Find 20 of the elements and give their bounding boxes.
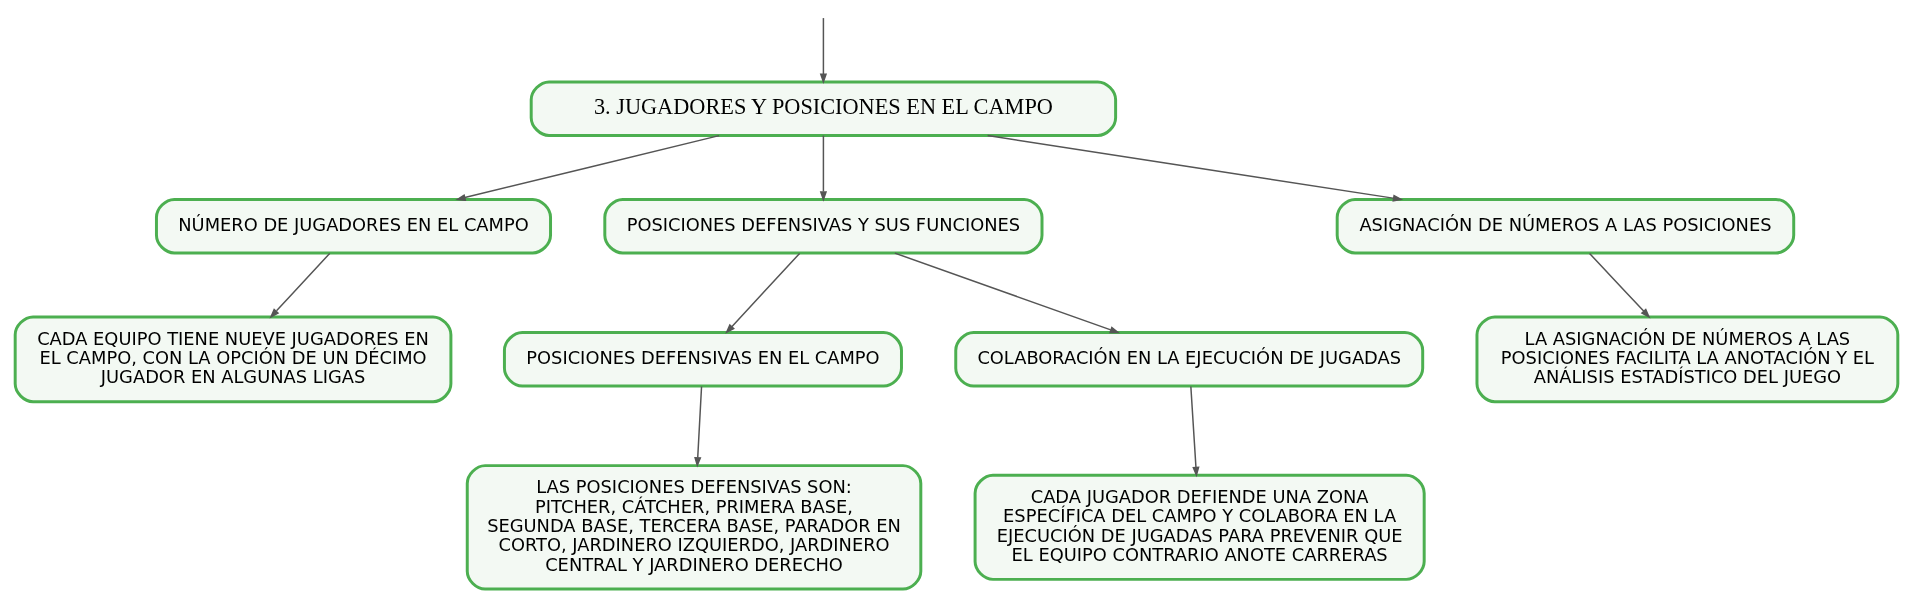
node-box: CADA JUGADOR DEFIENDE UNA ZONA ESPECÍFICA DEL CAMPO Y COLABORA EN LA EJECUCIÓN DE JUGADAS PARA PREVENIR QUE EL EQUIPO CONTRARIO ANOTE CARRERAS [973,473,1426,581]
node-box: 3. JUGADORES Y POSICIONES EN EL CAMPO [529,79,1118,137]
arrow [1588,252,1651,318]
arrow [725,252,801,334]
node-box: COLABORACIÓN EN LA EJECUCIÓN DE JUGADAS [954,330,1425,388]
arrow [894,251,1121,333]
node-box: CADA EQUIPO TIENE NUEVE JUGADORES EN EL CAMPO, CON LA OPCIÓN DE UN DÉCIMO JUGADOR EN ALGUNAS LIGAS [13,314,453,403]
node-box: POSICIONES DEFENSIVAS Y SUS FUNCIONES [603,197,1044,254]
arrow [455,134,720,201]
arrow [694,385,703,468]
node-box: NÚMERO DE JUGADORES EN EL CAMPO [154,197,552,254]
arrow [986,134,1404,202]
node-box: ASIGNACIÓN DE NÚMEROS A LAS POSICIONES [1335,197,1796,254]
node-box: LAS POSICIONES DEFENSIVAS SON: PITCHER, CÁTCHER, PRIMERA BASE, SEGUNDA BASE, TERCERA BASE, PARADOR EN CORTO, JARDINERO IZQUIERDO, JARDINERO CENTRAL Y JARDINERO DERECHO [465,463,923,591]
arrow [1190,385,1200,477]
arrow [819,16,828,84]
arrow [819,134,828,202]
arrow [269,252,331,318]
node-box: POSICIONES DEFENSIVAS EN EL CAMPO [502,330,903,388]
node-box: LA ASIGNACIÓN DE NÚMEROS A LAS POSICIONES FACILITA LA ANOTACIÓN Y EL ANÁLISIS ESTADÍSTICO DEL JUEGO [1475,314,1900,403]
